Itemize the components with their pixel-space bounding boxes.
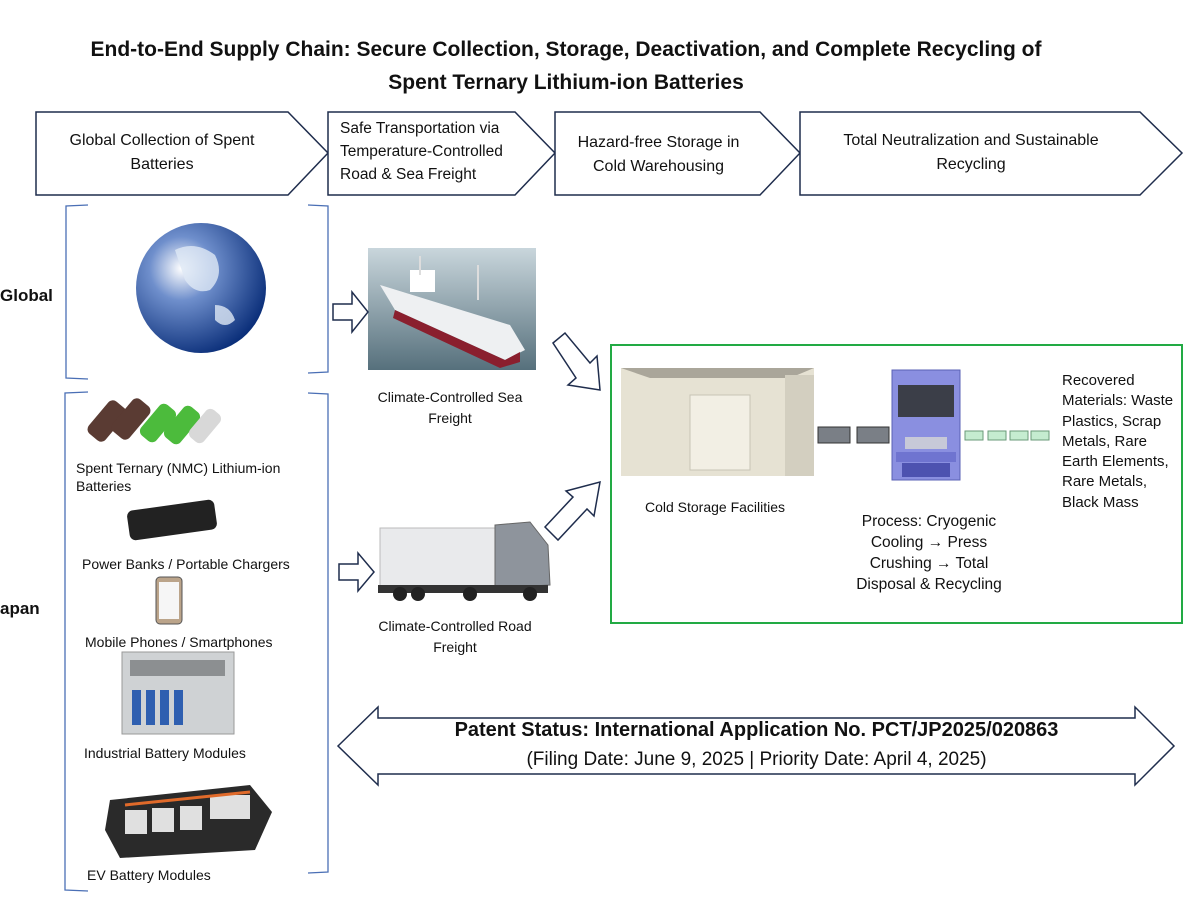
process-caption: Process: Cryogenic Cooling → Press Crush… xyxy=(856,513,1002,593)
cold-storage-image xyxy=(621,368,814,476)
step-1-label: Global Collection of Spent Batteries xyxy=(69,132,255,173)
region-japan-label: apan xyxy=(0,599,40,618)
global-bracket-right xyxy=(307,204,329,374)
step-2-label: Safe Transportation via Temperature-Cont… xyxy=(340,120,503,183)
patent-dates-line: (Filing Date: June 9, 2025 | Priority Da… xyxy=(526,749,987,770)
ship-image xyxy=(368,248,536,370)
step-chevron-2 xyxy=(327,111,557,196)
globe-icon xyxy=(136,223,266,353)
facility-box xyxy=(610,344,1183,624)
crusher-machine-icon xyxy=(891,369,961,481)
source-label-power-banks: Power Banks / Portable Chargers xyxy=(82,556,290,572)
arrow-sea-to-facility xyxy=(552,331,601,391)
step-4-label: Total Neutralization and Sustainable Rec… xyxy=(843,132,1099,173)
arrow-road-to-facility xyxy=(543,480,601,542)
conveyor-block xyxy=(817,426,851,444)
step-chevron-3 xyxy=(554,111,802,196)
step-3-label: Hazard-free Storage in Cold Warehousing xyxy=(577,134,740,175)
arrow-global-to-sea xyxy=(332,289,369,335)
ev-battery-module-image xyxy=(105,785,272,858)
smartphone-image xyxy=(155,576,183,625)
patent-status-line: Patent Status: International Application… xyxy=(454,719,1059,741)
conveyor-block xyxy=(856,426,890,444)
step-chevron-4 xyxy=(799,111,1184,196)
output-block xyxy=(1009,430,1029,441)
industrial-battery-module-image xyxy=(121,651,235,735)
power-bank-image xyxy=(127,499,217,541)
japan-bracket-right xyxy=(307,392,329,874)
truck-image xyxy=(378,521,551,601)
patent-double-arrow xyxy=(336,705,1176,787)
step-chevron-1 xyxy=(35,111,330,196)
output-block xyxy=(1030,430,1050,441)
recovered-materials-caption: Recovered Materials: Waste Plastics, Scr… xyxy=(1062,372,1174,511)
output-block xyxy=(987,430,1007,441)
japan-bracket-left xyxy=(64,391,89,892)
sea-freight-caption: Climate-Controlled Sea Freight xyxy=(377,389,523,426)
nmc-battery-cells-image xyxy=(87,398,222,445)
source-label-ev: EV Battery Modules xyxy=(87,867,211,883)
road-freight-caption: Climate-Controlled Road Freight xyxy=(378,618,532,655)
source-label-phones: Mobile Phones / Smartphones xyxy=(85,634,273,650)
global-bracket-left xyxy=(65,204,89,380)
title-line-1: End-to-End Supply Chain: Secure Collecti… xyxy=(90,38,1042,61)
title-line-2: Spent Ternary Lithium-ion Batteries xyxy=(388,71,744,94)
region-global-label: Global xyxy=(0,286,53,305)
source-label-nmc: Spent Ternary (NMC) Lithium-ion Batterie… xyxy=(76,460,281,494)
cold-storage-caption: Cold Storage Facilities xyxy=(644,499,786,515)
arrow-japan-to-road xyxy=(338,550,375,594)
source-label-industrial: Industrial Battery Modules xyxy=(84,745,246,761)
output-block xyxy=(964,430,984,441)
